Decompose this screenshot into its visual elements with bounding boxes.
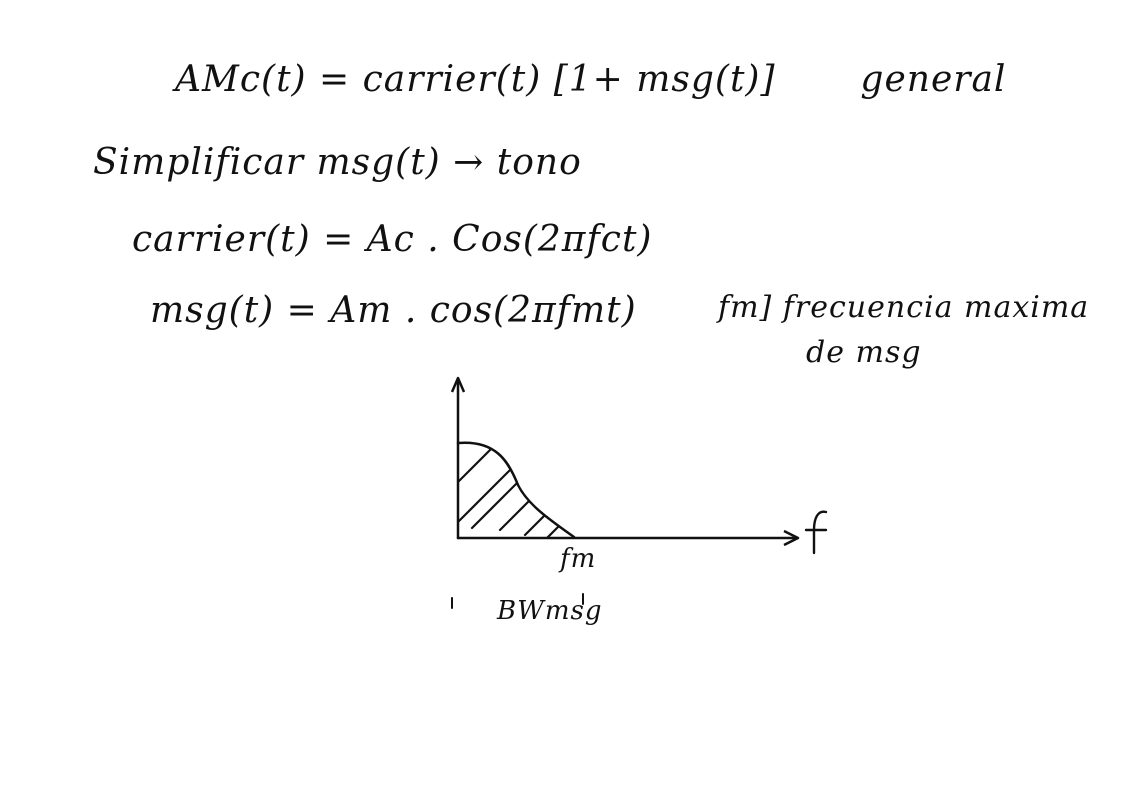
spectrum-curve	[456, 441, 576, 539]
axis-label-f: f	[812, 510, 824, 540]
fm-note-line1: fm] frecuencia maxima	[718, 290, 1090, 325]
message-equation: msg(t) = Am . cos(2πfmt)	[150, 290, 637, 331]
general-label: general	[860, 59, 1007, 100]
bandwidth-label: BWmsg	[497, 596, 603, 626]
fm-note-line2: de msg	[806, 335, 922, 370]
spectrum-hatching	[458, 442, 572, 537]
vertical-axis-arrowhead	[450, 376, 466, 393]
axis-label-f-glyph	[804, 510, 828, 555]
fm-axis-label: fm	[560, 544, 597, 574]
am-definition-equation: AMc(t) = carrier(t) [1+ msg(t)] general	[175, 62, 1006, 98]
simplify-step: Simplificar msg(t) → tono	[93, 142, 582, 183]
am-definition-text: AMc(t) = carrier(t) [1+ msg(t)]	[175, 59, 776, 100]
carrier-equation: carrier(t) = Ac . Cos(2πfct)	[132, 219, 653, 260]
horizontal-axis-arrowhead	[783, 529, 800, 547]
